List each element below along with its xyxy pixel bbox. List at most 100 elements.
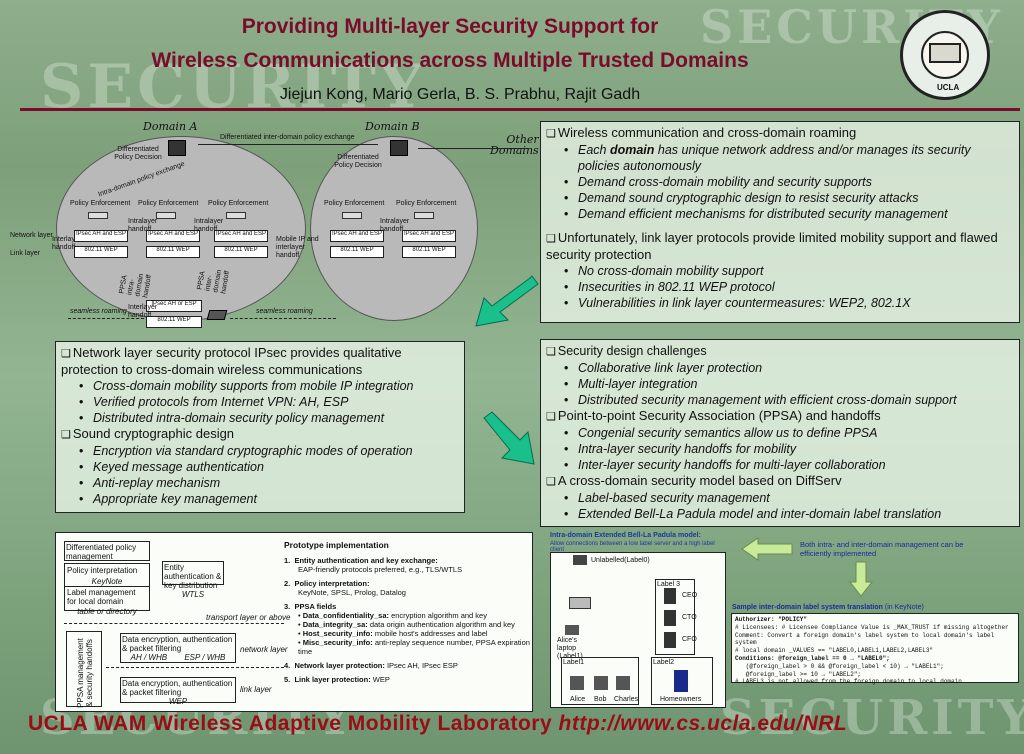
domain-figure: Domain A Domain B Differentiated inter-d…: [8, 118, 539, 336]
unlabelled-label: Unlabelled(Label0): [591, 557, 650, 564]
pe-label-1: Policy Enforcement: [70, 200, 131, 207]
policy-block: Policy interpretation KeyNote Label mana…: [64, 563, 150, 616]
label2-box: Label2 Homeowners: [651, 657, 713, 705]
keynote-line-7: @foreign_label >= 10 → "LABEL2";: [735, 670, 862, 678]
mobile-stack-wep: 802.11 WEP: [146, 316, 202, 328]
stack-5-wep: 802.11 WEP: [402, 246, 456, 258]
unlabelled-pc-icon: [573, 555, 587, 565]
prototype-text: Prototype implementation 1. Entity authe…: [284, 540, 530, 685]
ap-icon-3: [226, 212, 246, 219]
label3-box: Label 3 CEO CTO CFO: [655, 579, 698, 655]
ap-icon-1: [88, 212, 108, 219]
pc-bob-icon: [594, 676, 608, 690]
blp-subtitle: Allow connections between a low label se…: [550, 541, 715, 553]
domain-b-ellipse: [310, 136, 478, 321]
other-domains-label: Other Domains: [490, 134, 539, 156]
ppsa-item-3: Inter-layer security handoffs for multi-…: [564, 457, 1014, 473]
sample-in-keynote: (in KeyNote): [884, 604, 924, 611]
ppsa-list: Congenial security semantics allow us to…: [564, 425, 1014, 473]
seamless-roaming-right: seamless roaming: [256, 308, 313, 315]
interdomain-line: [198, 144, 378, 145]
link-layer-heading: Unfortunately, link layer protocols prov…: [546, 230, 1014, 263]
laptop-icon: [206, 310, 228, 320]
link-layer-label: Link layer: [10, 250, 40, 257]
ipsec-item-1: Cross-domain mobility supports from mobi…: [79, 378, 459, 394]
roaming-item-3: Demand sound cryptographic design to res…: [564, 190, 1014, 206]
ipsec-heading: Network layer security protocol IPsec pr…: [61, 345, 459, 378]
laptop-label: Alice's laptop (Label1): [557, 637, 583, 660]
intralayer-label-3: Intralayer handoff: [380, 218, 410, 233]
design-item-1: Collaborative link layer protection: [564, 360, 1014, 376]
proto-item-4: 4. Network layer protection: IPsec AH, I…: [284, 661, 458, 670]
poster-title-line2: Wireless Communications across Multiple …: [151, 49, 749, 72]
pe-label-3: Policy Enforcement: [208, 200, 269, 207]
design-item-3: Distributed security management with eff…: [564, 392, 1014, 408]
arrow-top: [475, 275, 539, 327]
keynote-line-4: # local domain _VALUES == "LABEL0,LABEL1…: [735, 647, 934, 655]
keynote-line-5: Conditions: @foreign_label == 0 → "LABEL…: [735, 654, 890, 662]
mobile-ip-label: Mobile IP and interlayer handoff: [276, 236, 319, 259]
label-mgmt-label: Label management for local domain: [67, 588, 136, 606]
roaming-list: Each domain has unique network address a…: [564, 142, 1014, 222]
router-icon: [569, 597, 591, 609]
crypto-item-2: Keyed message authentication: [79, 459, 459, 475]
blp-title: Intra-domain Extended Bell-La Padula mod…: [550, 532, 701, 539]
stack-5-ipsec: IPsec AH and ESP: [402, 230, 456, 242]
title-rule: [20, 108, 1020, 111]
stack-3-ipsec: IPsec AH and ESP: [214, 230, 268, 242]
stack-1-wep: 802.11 WEP: [74, 246, 128, 258]
design-item-2: Multi-layer integration: [564, 376, 1014, 392]
wep-label: WEP: [168, 697, 188, 706]
pc-charles-icon: [616, 676, 630, 690]
dpd-b-label: Differentiated Policy Decision: [334, 154, 382, 169]
pe-label-5: Policy Enforcement: [396, 200, 457, 207]
wtls-label: WTLS: [181, 590, 205, 599]
diffserv-item-1: Label-based security management: [564, 490, 1014, 506]
design-challenges-box: Security design challenges Collaborative…: [540, 339, 1020, 527]
dpd-a-label: Differentiated Policy Decision: [114, 146, 162, 161]
ppsa-field-4: • Misc_security_info: anti-replay sequen…: [298, 638, 530, 656]
footer-lab: UCLA WAM Wireless Adaptive Mobility Labo…: [28, 712, 553, 735]
prototype-heading: Prototype implementation: [284, 540, 389, 550]
roaming-heading: Wireless communication and cross-domain …: [546, 125, 1014, 142]
proto-item-2: 2. Policy interpretation:: [284, 579, 370, 588]
ppsa-item-2: Intra-layer security handoffs for mobili…: [564, 441, 1014, 457]
transport-label: transport layer or above: [206, 613, 291, 622]
entity-auth-box: Entity authentication & key distribution…: [162, 561, 224, 599]
poster-title-line1: Providing Multi-layer Security Support f…: [241, 15, 659, 38]
keynote-box: Authorizer: "POLICY" # Licensees: # Lice…: [731, 613, 1019, 686]
ppsa-field-2: • Data_integrity_sa: data origin authent…: [298, 620, 515, 629]
stack-1-ipsec: IPsec AH and ESP: [74, 230, 128, 242]
policy-interp-label: Policy interpretation: [67, 566, 138, 575]
interlayer-handoff-label-1: Interlayer handoff: [52, 236, 81, 251]
roaming-line-right: [230, 318, 336, 319]
roaming-item-4: Demand efficient mechanisms for distribu…: [564, 206, 1014, 222]
ppsa-field-3: • Host_security_info: mobile host's addr…: [298, 629, 488, 638]
alice-label: Alice: [570, 696, 586, 703]
design-list: Collaborative link layer protection Mult…: [564, 360, 1014, 408]
ceo-label: CEO: [682, 592, 698, 599]
net-encrypt-box: Data encryption, authentication & packet…: [120, 633, 236, 663]
domain-b-label: Domain B: [365, 120, 420, 133]
server-ceo-icon: [664, 588, 676, 604]
proto-item-2-desc: KeyNote, SPSL, Prolog, Datalog: [298, 588, 406, 597]
diffserv-heading: A cross-domain security model based on D…: [546, 473, 1014, 490]
laptop-blp-icon: [565, 625, 579, 635]
roaming-item-1: Each domain has unique network address a…: [564, 142, 1014, 174]
design-heading: Security design challenges: [546, 343, 1014, 360]
keynote-line-8: # LABEL3 is not allowed from the foreign…: [735, 678, 962, 686]
server-home-icon: [674, 670, 688, 692]
proto-item-1: 1. Entity authentication and key exchang…: [284, 556, 438, 565]
server-b-icon: [390, 140, 408, 156]
link-layer-item-1: No cross-domain mobility support: [564, 263, 1014, 279]
pe-label-2: Policy Enforcement: [138, 200, 199, 207]
net-encrypt-label: Data encryption, authentication & packet…: [122, 635, 233, 653]
footer-url[interactable]: http://www.cs.ucla.edu/NRL: [558, 712, 848, 735]
ppsa-field-1: • Data_confidentiality_sa: encryption al…: [298, 611, 487, 620]
domains-label: Domains: [490, 144, 539, 157]
crypto-heading: Sound cryptographic design: [61, 426, 459, 443]
proto-item-1-desc: EAP-friendly protocols preferred, e.g., …: [298, 565, 463, 574]
link-layer-item-2: Insecurities in 802.11 WEP protocol: [564, 279, 1014, 295]
domain-a-ellipse: [56, 136, 306, 321]
